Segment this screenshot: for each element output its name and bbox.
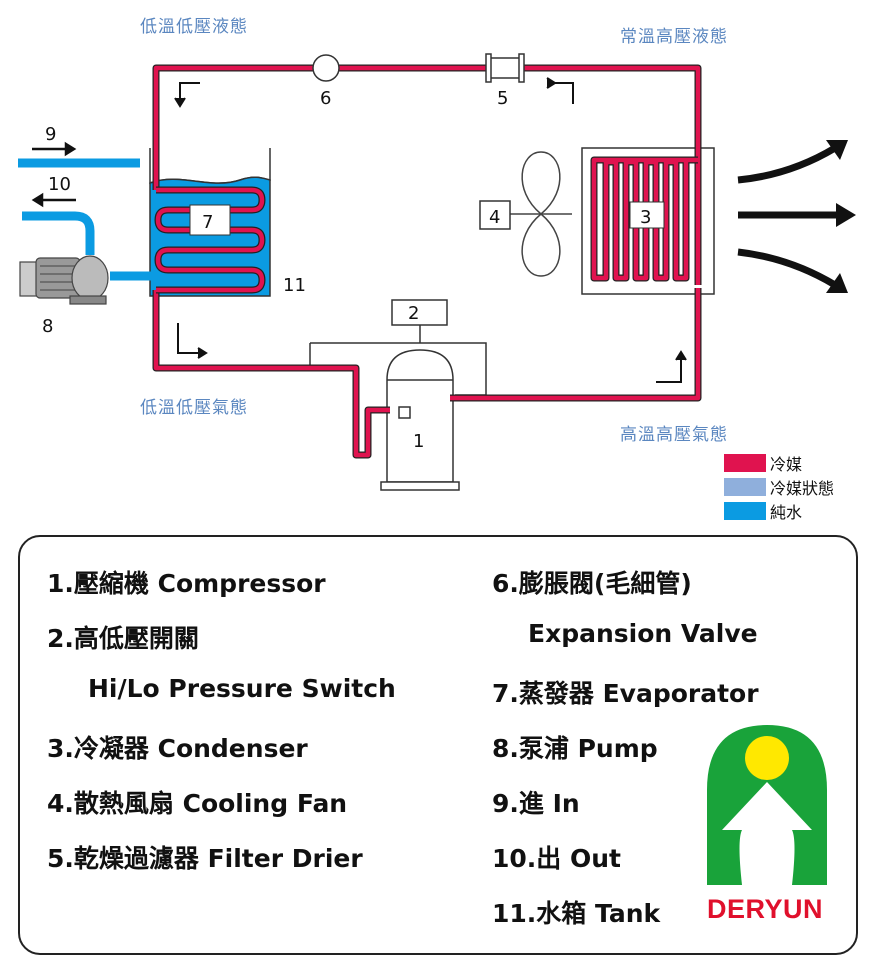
label-8: 8	[42, 316, 53, 337]
heat-exhaust-arrow-icons	[737, 144, 838, 289]
state-high-temp-high-pressure-gas: 高溫高壓氣態	[620, 425, 728, 445]
heat-exhaust-arrowheads	[826, 140, 856, 293]
key-item-5: 5.乾燥過濾器 Filter Drier	[47, 844, 363, 873]
logo-wordmark: DERYUN	[707, 894, 824, 924]
component-key-panel	[18, 535, 858, 955]
key-item-6-english: Expansion Valve	[528, 619, 758, 648]
legend-item-refrigerant-state: 冷媒狀態	[724, 475, 834, 499]
legend: 冷媒 冷媒狀態 純水	[724, 451, 834, 523]
label-7: 7	[202, 212, 213, 233]
evaporator-coil	[154, 186, 266, 294]
cycle-schematic: 4	[18, 53, 856, 491]
label-10: 10	[48, 174, 71, 195]
key-item-6: 6.膨脹閥(毛細管)	[492, 569, 692, 598]
label-1: 1	[413, 431, 424, 452]
key-item-3: 3.冷凝器 Condenser	[47, 734, 308, 763]
legend-item-refrigerant: 冷媒	[724, 451, 834, 475]
state-low-temp-low-pressure-liquid: 低溫低壓液態	[140, 17, 248, 37]
legend-swatch	[724, 454, 766, 472]
label-2: 2	[408, 303, 419, 324]
label-4: 4	[489, 207, 500, 228]
flow-arrow-icons	[174, 77, 687, 383]
key-item-2-english: Hi/Lo Pressure Switch	[88, 674, 396, 703]
pump-icon	[19, 255, 109, 305]
legend-item-pure-water: 純水	[724, 499, 834, 523]
evaporator-label-box	[189, 204, 231, 236]
key-item-11: 11.水箱 Tank	[492, 899, 661, 928]
key-item-1: 1.壓縮機 Compressor	[47, 569, 326, 598]
legend-swatch	[724, 502, 766, 520]
key-item-10: 10.出 Out	[492, 844, 621, 873]
condenser-coil	[590, 156, 698, 282]
label-11: 11	[283, 275, 306, 296]
compressor	[309, 299, 487, 491]
key-item-2: 2.高低壓開關	[47, 624, 199, 653]
label-3: 3	[640, 207, 651, 228]
key-item-4: 4.散熱風扇 Cooling Fan	[47, 789, 348, 818]
label-6: 6	[320, 88, 331, 109]
label-5: 5	[497, 88, 508, 109]
cooling-fan-icon	[509, 151, 572, 277]
key-item-7: 7.蒸發器 Evaporator	[492, 679, 759, 708]
legend-swatch	[724, 478, 766, 496]
state-normal-temp-high-pressure-liquid: 常溫高壓液態	[620, 27, 728, 47]
deryun-logo-mark	[707, 725, 827, 885]
legend-label: 冷媒狀態	[770, 479, 835, 498]
cooling-fan-box	[479, 200, 511, 230]
legend-label: 冷媒	[770, 455, 803, 474]
label-9: 9	[45, 124, 56, 145]
key-item-8: 8.泵浦 Pump	[492, 734, 658, 763]
filter-drier-icon	[485, 53, 525, 83]
condenser-label-box	[629, 201, 665, 229]
expansion-valve-icon	[312, 54, 340, 82]
legend-label: 純水	[770, 503, 803, 522]
key-item-9: 9.進 In	[492, 789, 580, 818]
water-flow-arrow-icons	[31, 141, 77, 208]
state-low-temp-low-pressure-gas: 低溫低壓氣態	[140, 398, 248, 418]
water-pipes	[18, 158, 152, 281]
